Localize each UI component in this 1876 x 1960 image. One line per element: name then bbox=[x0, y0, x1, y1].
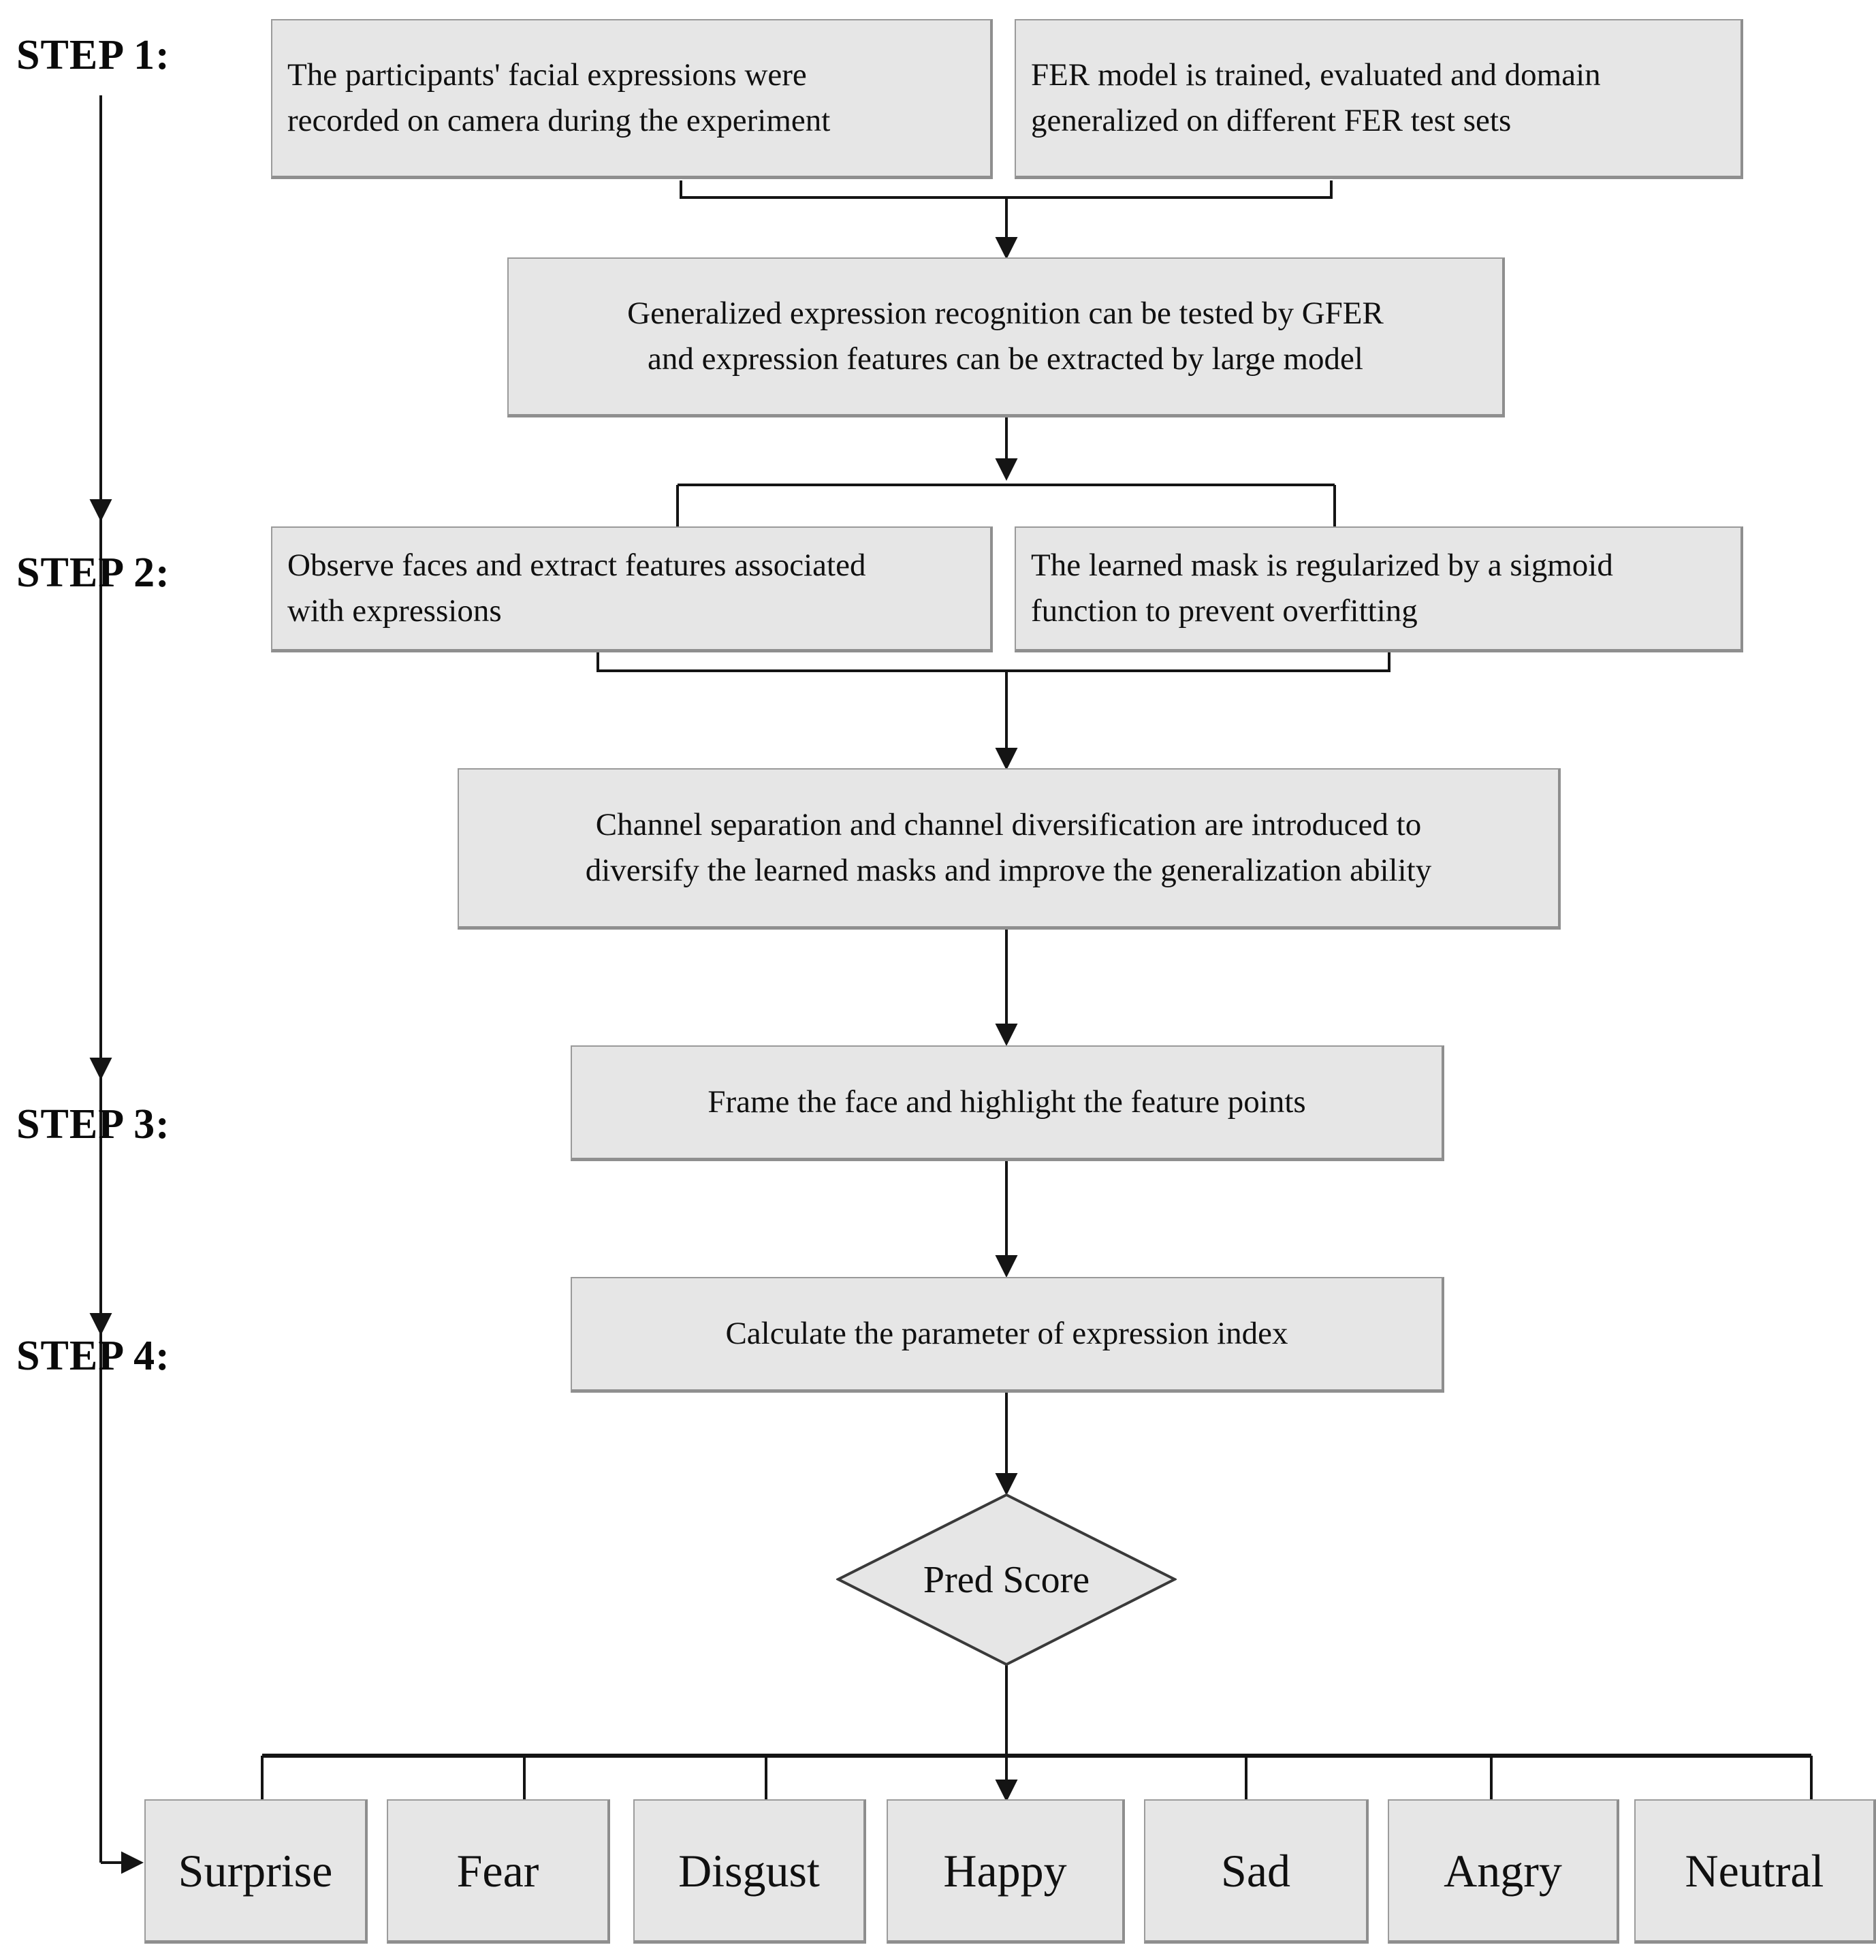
node-gfer-line1: Generalized expression recognition can b… bbox=[627, 296, 1384, 332]
step1-join-connector bbox=[680, 180, 1333, 259]
node-participants-recorded[interactable]: The participants' facial expressions wer… bbox=[271, 19, 993, 179]
leaf-fear-label: Fear bbox=[456, 1844, 539, 1897]
node-participants-line2: recorded on camera during the experiment bbox=[287, 103, 831, 138]
node-observe-faces-text: Observe faces and extract features assoc… bbox=[272, 543, 990, 633]
node-channel-separation-line1: Channel separation and channel diversifi… bbox=[595, 807, 1422, 843]
step-label-2: STEP 2: bbox=[16, 550, 170, 596]
node-participants-text: The participants' facial expressions wer… bbox=[272, 52, 990, 143]
leaf-fear[interactable]: Fear bbox=[387, 1799, 610, 1944]
diamond-shape-icon bbox=[836, 1493, 1177, 1666]
leaf-disgust[interactable]: Disgust bbox=[633, 1799, 866, 1944]
node-observe-faces-line1: Observe faces and extract features assoc… bbox=[287, 548, 866, 584]
node-fer-model-line1: FER model is trained, evaluated and doma… bbox=[1031, 57, 1601, 93]
node-fer-model-trained[interactable]: FER model is trained, evaluated and doma… bbox=[1015, 19, 1743, 179]
node-gfer-tested[interactable]: Generalized expression recognition can b… bbox=[507, 257, 1505, 417]
node-learned-mask-line2: function to prevent overfitting bbox=[1031, 593, 1418, 629]
leaf-happy-label: Happy bbox=[943, 1844, 1067, 1897]
step2-join-connector bbox=[597, 650, 1390, 770]
step-label-4: STEP 4: bbox=[16, 1333, 170, 1379]
node-observe-faces[interactable]: Observe faces and extract features assoc… bbox=[271, 526, 993, 652]
node-gfer-line2: and expression features can be extracted… bbox=[648, 341, 1363, 377]
node-calculate-index-text: Calculate the parameter of expression in… bbox=[725, 1316, 1288, 1352]
node-channel-separation-text: Channel separation and channel diversifi… bbox=[459, 802, 1558, 893]
gfer-to-step2-connector bbox=[676, 417, 1336, 528]
node-learned-mask-sigmoid[interactable]: The learned mask is regularized by a sig… bbox=[1015, 526, 1743, 652]
node-frame-face[interactable]: Frame the face and highlight the feature… bbox=[571, 1045, 1444, 1161]
leaf-sad-label: Sad bbox=[1221, 1844, 1290, 1897]
node-calculate-index[interactable]: Calculate the parameter of expression in… bbox=[571, 1277, 1444, 1393]
node-gfer-text: Generalized expression recognition can b… bbox=[509, 291, 1502, 381]
node-observe-faces-line2: with expressions bbox=[287, 593, 502, 629]
step-label-1: STEP 1: bbox=[16, 32, 170, 78]
leaf-angry[interactable]: Angry bbox=[1388, 1799, 1619, 1944]
leaf-sad[interactable]: Sad bbox=[1144, 1799, 1369, 1944]
leaf-surprise-label: Surprise bbox=[178, 1844, 333, 1897]
leaf-neutral-label: Neutral bbox=[1685, 1844, 1824, 1897]
leaf-happy[interactable]: Happy bbox=[887, 1799, 1125, 1944]
decision-pred-score-label: Pred Score bbox=[923, 1558, 1090, 1601]
node-channel-separation[interactable]: Channel separation and channel diversifi… bbox=[458, 768, 1561, 930]
node-fer-model-text: FER model is trained, evaluated and doma… bbox=[1016, 52, 1740, 143]
leaf-angry-label: Angry bbox=[1444, 1844, 1562, 1897]
node-learned-mask-text: The learned mask is regularized by a sig… bbox=[1016, 543, 1740, 633]
step-rail-connector bbox=[89, 95, 144, 1874]
decision-pred-score[interactable]: Pred Score bbox=[836, 1493, 1177, 1666]
node-learned-mask-line1: The learned mask is regularized by a sig… bbox=[1031, 548, 1613, 584]
node-participants-line1: The participants' facial expressions wer… bbox=[287, 57, 807, 93]
step-label-3: STEP 3: bbox=[16, 1101, 170, 1148]
leaf-disgust-label: Disgust bbox=[678, 1844, 820, 1897]
node-frame-face-text: Frame the face and highlight the feature… bbox=[708, 1084, 1306, 1120]
leaf-neutral[interactable]: Neutral bbox=[1634, 1799, 1876, 1944]
leaf-surprise[interactable]: Surprise bbox=[144, 1799, 368, 1944]
node-channel-separation-line2: diversify the learned masks and improve … bbox=[585, 853, 1432, 888]
node-fer-model-line2: generalized on different FER test sets bbox=[1031, 103, 1512, 138]
